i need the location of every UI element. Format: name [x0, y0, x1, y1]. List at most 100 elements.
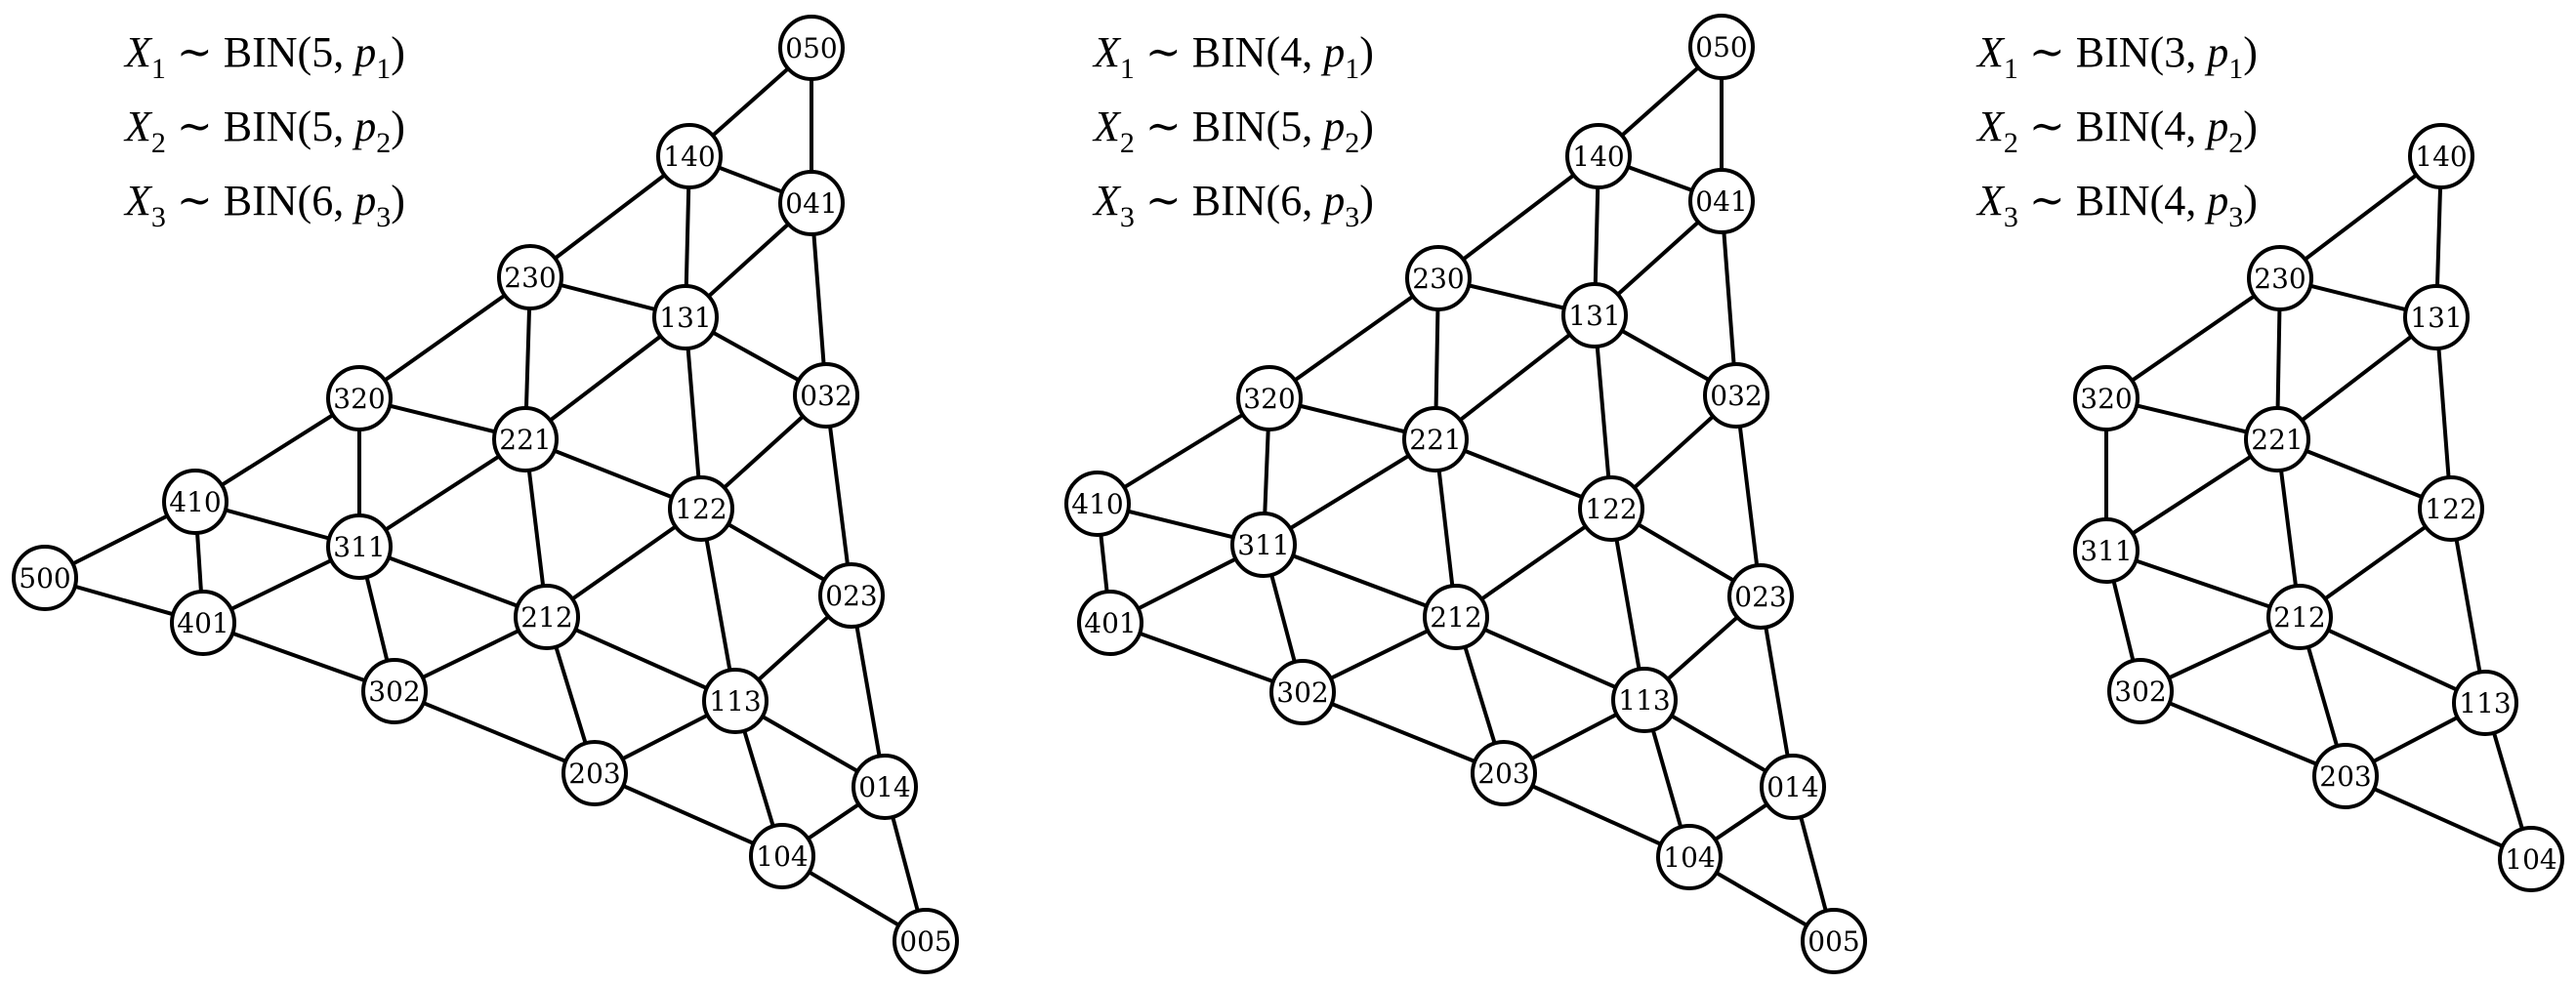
formula-sub: 3: [1120, 201, 1135, 233]
node-311: 311: [1230, 512, 1297, 578]
formula-rel: ∼: [177, 102, 213, 150]
edge-032-023: [824, 394, 853, 596]
formula-psub: 3: [1345, 201, 1359, 233]
formula-block: X1 ∼ BIN(5, p1) X2 ∼ BIN(5, p2) X3 ∼ BIN(6…: [123, 28, 405, 233]
node-circle: [492, 406, 559, 472]
node-label: 050: [1695, 31, 1747, 63]
node-circle: [170, 590, 236, 656]
formula-dist: BIN(3,: [2076, 28, 2207, 76]
formula-var: X: [1092, 102, 1122, 150]
panel-1: 0501400412301310323202211220234103112121…: [12, 15, 959, 974]
node-circle: [652, 284, 719, 350]
node-label: 104: [1663, 841, 1715, 874]
formula-close: ): [1359, 28, 1374, 76]
formula-param: p: [352, 28, 376, 76]
formula-line: X3 ∼ BIN(6, p3): [123, 177, 405, 233]
node-230: 230: [1405, 245, 1472, 311]
edge-203-104: [1503, 771, 1690, 859]
formula-close: ): [2243, 28, 2258, 76]
node-circle: [2266, 584, 2333, 650]
node-500: 500: [12, 545, 78, 611]
node-label: 221: [499, 424, 551, 456]
formula-var: X: [123, 102, 153, 150]
formula-line: X2 ∼ BIN(5, p2): [123, 102, 405, 159]
node-401: 401: [1077, 590, 1143, 656]
node-label: 410: [169, 486, 221, 518]
node-302: 302: [1269, 659, 1336, 725]
edge-230-320: [357, 275, 532, 400]
node-140: 140: [2408, 123, 2474, 189]
node-circle: [778, 15, 845, 81]
edge-221-311: [1262, 437, 1437, 547]
node-label: 122: [1585, 493, 1637, 525]
node-circle: [1471, 740, 1537, 806]
node-005: 005: [893, 908, 959, 974]
formula-param: p: [352, 102, 376, 150]
formula-rel: ∼: [2029, 177, 2065, 225]
node-circle: [749, 823, 815, 889]
node-circle: [1760, 754, 1826, 820]
node-122: 122: [1578, 475, 1644, 542]
node-circle: [1703, 362, 1769, 429]
node-label: 140: [663, 141, 715, 173]
formula-dist: BIN(5,: [224, 102, 354, 150]
node-041: 041: [778, 170, 845, 236]
node-label: 311: [333, 531, 385, 563]
formula-dist: BIN(4,: [1192, 28, 1323, 76]
node-122: 122: [668, 475, 734, 542]
nodes: 0501400412301310323202211220234103112121…: [12, 15, 959, 974]
edge-212-113: [1455, 615, 1645, 702]
formula-dist: BIN(4,: [2076, 177, 2207, 225]
node-circle: [1402, 406, 1469, 472]
node-032: 032: [1703, 362, 1769, 429]
edge-230-320: [2104, 276, 2282, 400]
node-label: 131: [2410, 302, 2462, 334]
formula-line: X1 ∼ BIN(5, p1): [123, 28, 405, 85]
node-label: 005: [899, 925, 951, 958]
node-320: 320: [2073, 365, 2140, 431]
formula-close: ): [391, 28, 405, 76]
node-221: 221: [1402, 406, 1469, 472]
node-131: 131: [652, 284, 719, 350]
node-320: 320: [326, 365, 393, 431]
node-circle: [1423, 584, 1489, 650]
node-circle: [326, 513, 393, 580]
node-230: 230: [2247, 245, 2313, 311]
formula-sub: 3: [151, 201, 166, 233]
formula-close: ): [2243, 177, 2258, 225]
formula-close: ): [1359, 177, 1374, 225]
node-label: 023: [1734, 581, 1786, 613]
node-circle: [1688, 14, 1755, 80]
node-circle: [1565, 123, 1632, 189]
formula-var: X: [1975, 102, 2006, 150]
node-circle: [2452, 670, 2518, 736]
formula-psub: 1: [2228, 53, 2243, 85]
node-circle: [1269, 659, 1336, 725]
formula-var: X: [1092, 177, 1122, 225]
node-circle: [2312, 743, 2379, 809]
node-circle: [326, 365, 393, 431]
node-label: 014: [858, 771, 910, 803]
node-label: 113: [709, 685, 761, 718]
node-label: 212: [520, 601, 572, 634]
node-label: 113: [1618, 684, 1670, 717]
formula-param: p: [1320, 102, 1345, 150]
formula-line: X1 ∼ BIN(3, p1): [1975, 28, 2258, 85]
node-005: 005: [1801, 908, 1867, 974]
node-label: 014: [1766, 771, 1818, 803]
formula-psub: 2: [2228, 127, 2243, 159]
node-circle: [1656, 824, 1723, 890]
node-circle: [2408, 123, 2474, 189]
edge-203-104: [594, 771, 783, 858]
formula-param: p: [2204, 28, 2228, 76]
formula-line: X3 ∼ BIN(6, p3): [1092, 177, 1374, 233]
formula-close: ): [1359, 102, 1374, 150]
node-302: 302: [2107, 658, 2174, 724]
node-050: 050: [778, 15, 845, 81]
node-label: 320: [333, 383, 385, 415]
node-410: 410: [1064, 471, 1131, 537]
formula-sub: 3: [2004, 201, 2018, 233]
formula-block: X1 ∼ BIN(3, p1)X2 ∼ BIN(4, p2)X3 ∼ BIN(4…: [1975, 28, 2258, 233]
node-circle: [656, 123, 723, 189]
node-131: 131: [2403, 284, 2470, 350]
